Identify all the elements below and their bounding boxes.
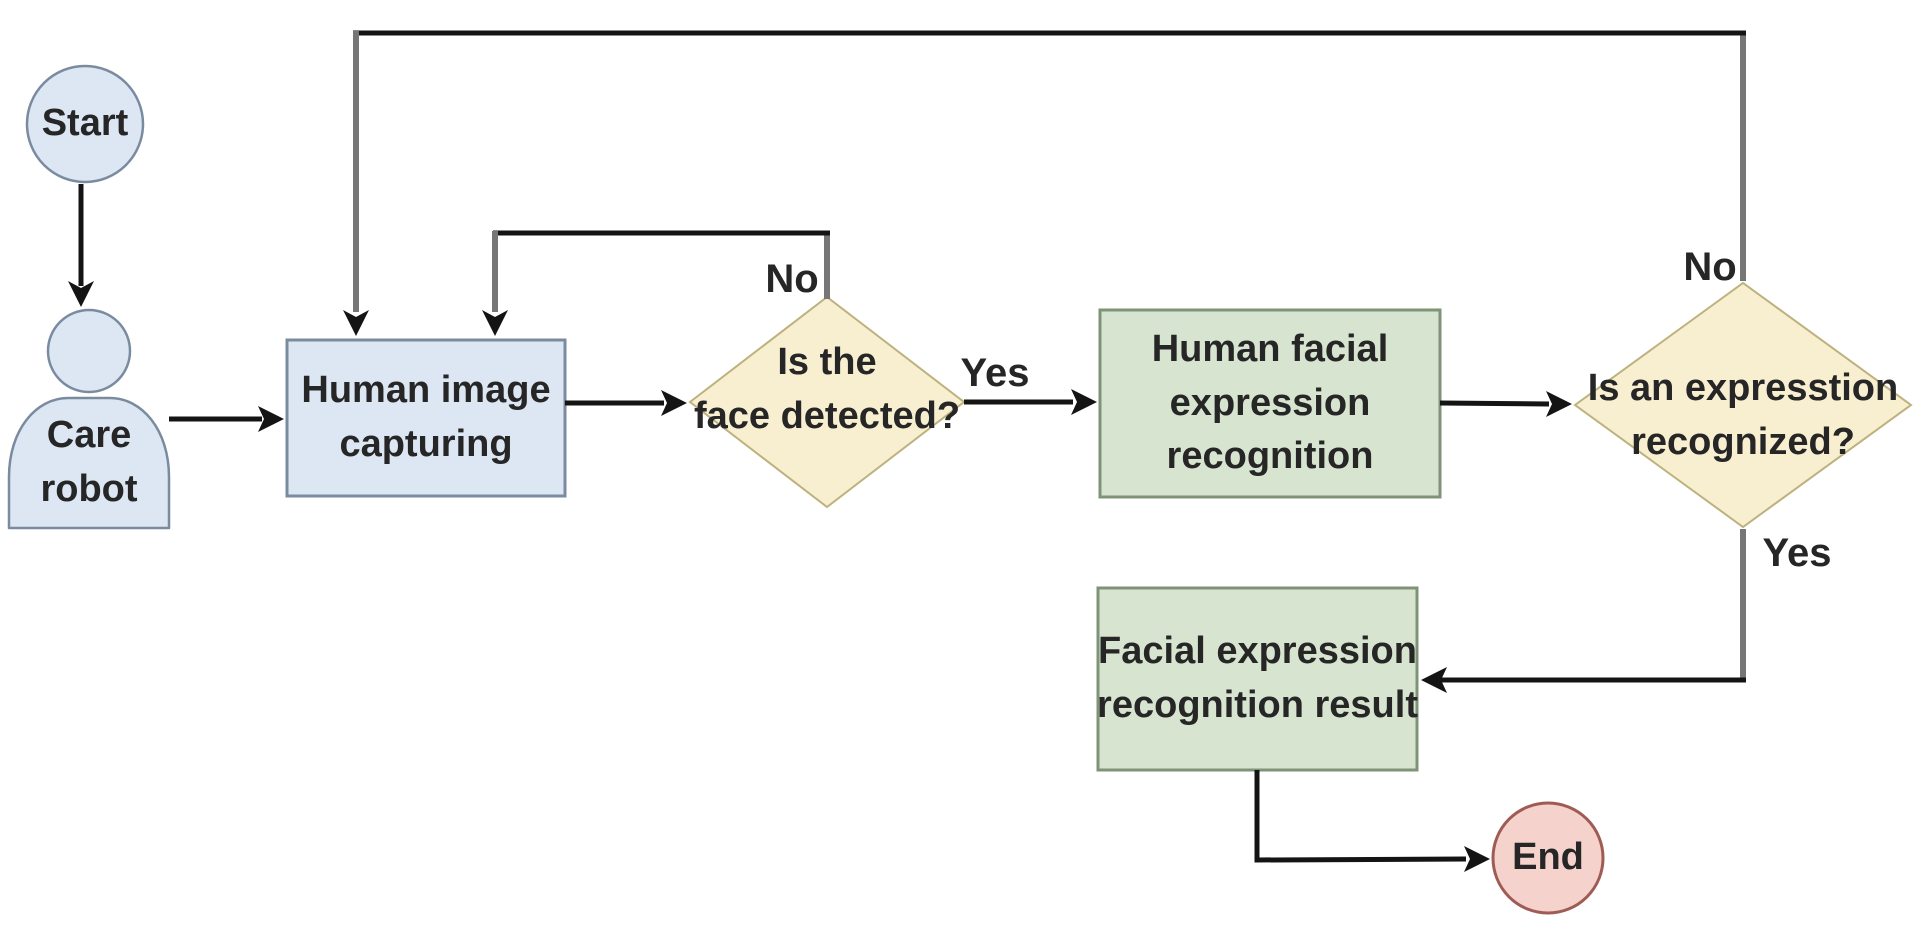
face-detected-decision-shape xyxy=(688,295,966,509)
result-process-shape xyxy=(1096,586,1419,772)
care-robot-body xyxy=(7,396,171,530)
arrowhead-decision2-yes xyxy=(1421,667,1447,693)
arrowhead-decision1-yes xyxy=(1071,389,1097,415)
arrowhead-robot-to-capture xyxy=(258,406,284,432)
expression-recognized-decision-shape xyxy=(1573,281,1913,529)
expression-recognition-process-shape xyxy=(1098,308,1442,499)
care-robot-head xyxy=(46,308,132,394)
capture-process-shape xyxy=(285,338,567,498)
start-terminator-shape xyxy=(25,64,145,184)
arrowhead-result-to-end xyxy=(1464,846,1490,872)
edge-result-to-end xyxy=(1254,770,1467,863)
edge-recognition-to-decision2 xyxy=(1439,400,1550,407)
end-terminator-shape xyxy=(1491,801,1605,915)
arrowhead-decision2-no xyxy=(343,310,369,336)
arrowhead-start-to-robot xyxy=(68,281,94,307)
arrowhead-recognition-to-decision2 xyxy=(1546,391,1572,417)
arrowhead-capture-to-decision1 xyxy=(661,390,687,416)
arrowhead-decision1-no xyxy=(482,310,508,336)
